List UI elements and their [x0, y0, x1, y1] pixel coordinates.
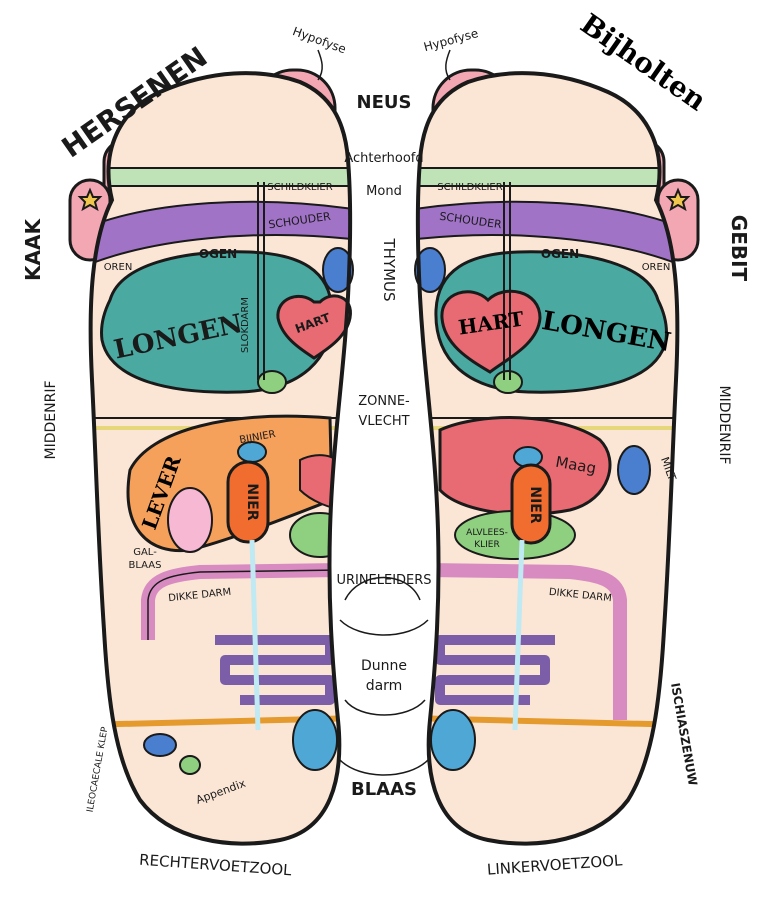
kaak-label: KAAK	[21, 218, 45, 281]
right-oren-label: OREN	[104, 262, 133, 273]
left-solar-plexus	[493, 370, 523, 394]
left-nier-label: NIER	[527, 486, 543, 523]
right-appendix	[179, 755, 201, 775]
right-throat-band	[90, 167, 351, 187]
right-schildklier-label: SCHILDKLIER	[267, 182, 332, 193]
right-slokdarm-label: SLOKDARM	[240, 297, 251, 353]
left-alvleesklier-label-2: KLIER	[474, 540, 500, 550]
zonnevlecht-label-2: VLECHT	[358, 414, 409, 429]
linkervoetzool-label: LINKERVOETZOOL	[486, 851, 623, 878]
right-solar-plexus	[257, 370, 287, 394]
right-thymus-point	[322, 247, 354, 293]
left-oren-label: OREN	[642, 262, 671, 273]
rechtervoetzool-label: RECHTERVOETZOOL	[139, 851, 293, 880]
right-bladder	[292, 709, 338, 771]
left-alvleesklier-label-1: ALVLEES-	[466, 528, 508, 538]
left-small-intestine	[435, 635, 555, 705]
ileocaecale-klep-label: ILEOCAECALE KLEP	[86, 726, 111, 814]
ischiaszenuw-label: ISCHIASZENUW	[668, 682, 700, 787]
zonnevlecht-label-1: ZONNE-	[358, 394, 410, 409]
left-thymus-point	[414, 247, 446, 293]
star-icon	[77, 187, 103, 212]
right-lungs	[100, 250, 334, 394]
right-sole	[68, 68, 354, 846]
dunne-darm-label-1: Dunne	[361, 658, 407, 674]
star-icon	[665, 187, 691, 212]
right-shoulder-band	[90, 200, 351, 270]
left-bladder	[430, 709, 476, 771]
left-sole	[414, 68, 700, 846]
achterhoofd-label: Achterhoofd	[344, 151, 423, 166]
right-nier-label: NIER	[244, 483, 260, 520]
right-pancreas-edge	[289, 512, 351, 558]
urineleiders-label: URINELEIDERS	[336, 573, 431, 588]
left-ogen-label: OGEN	[541, 247, 579, 261]
neus-label: NEUS	[357, 92, 412, 113]
left-spleen	[617, 445, 651, 495]
blaas-label: BLAAS	[351, 779, 417, 800]
thymus-label: THYMUS	[380, 237, 398, 301]
left-sole-outline	[415, 71, 680, 846]
right-gallbladder	[167, 487, 213, 553]
left-heart	[440, 289, 542, 374]
left-throat-band	[417, 167, 678, 187]
right-galblaas-label-2: BLAAS	[129, 560, 162, 571]
dunne-darm-label-2: darm	[366, 678, 403, 694]
middenrif-right-label: MIDDENRIF	[43, 381, 59, 460]
right-kidney	[226, 460, 270, 544]
right-ileocecal-valve	[143, 733, 177, 757]
left-shoulder-band	[417, 200, 678, 270]
hypofyse-left-label: Hypofyse	[422, 26, 480, 54]
right-sole-outline	[88, 71, 353, 846]
right-galblaas-label-1: GAL-	[133, 547, 157, 558]
connector-lines	[317, 49, 451, 776]
left-kidney	[510, 463, 552, 545]
mond-label: Mond	[366, 184, 402, 199]
middenrif-left-label: MIDDENRIF	[716, 386, 732, 465]
gebit-label: GEBIT	[727, 215, 751, 282]
left-colon	[429, 563, 627, 720]
right-ogen-label: OGEN	[199, 247, 237, 261]
left-schildklier-label: SCHILDKLIER	[437, 182, 502, 193]
